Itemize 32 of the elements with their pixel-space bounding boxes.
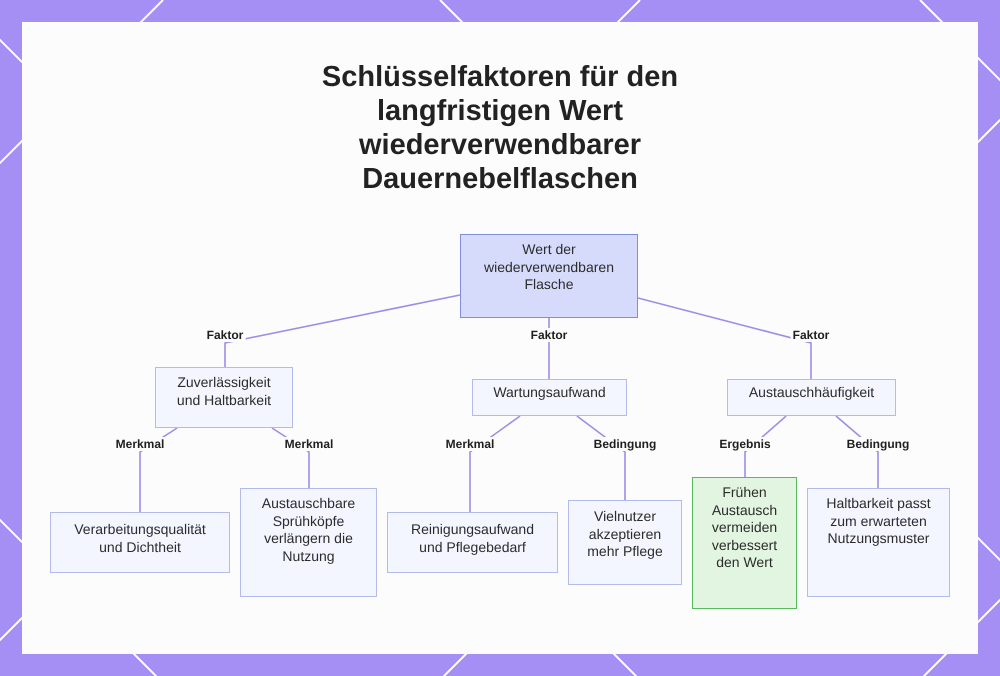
edge-label: Merkmal bbox=[282, 437, 336, 451]
factor-box bbox=[472, 379, 627, 416]
detail-box bbox=[387, 512, 558, 573]
detail-box bbox=[807, 488, 950, 597]
outcome-box bbox=[692, 477, 797, 609]
main-concept-box bbox=[460, 234, 638, 318]
node-text: Verarbeitungsqualität und Dichtheit bbox=[73, 521, 207, 556]
diagram-title: Schlüsselfaktoren für den langfristigen Wert wiederverwendbarer Dauernebelflaschen bbox=[320, 60, 680, 196]
node-text: Austauschhäufigkeit bbox=[748, 384, 874, 402]
node-text: Haltbarkeit passt zum erwarteten Nutzungsmuster bbox=[825, 495, 932, 548]
node-text: Frühen Austausch vermeiden verbessert den Wert bbox=[710, 484, 778, 572]
edge-label: Faktor bbox=[528, 328, 570, 342]
connector-line bbox=[638, 297, 812, 379]
node-text: Vielnutzer akzeptieren mehr Pflege bbox=[586, 508, 664, 560]
connector-line bbox=[224, 294, 460, 367]
detail-box bbox=[240, 488, 377, 597]
detail-box bbox=[568, 500, 682, 585]
edge-label: Ergebnis bbox=[717, 437, 773, 451]
edge-label: Merkmal bbox=[444, 437, 496, 451]
edge-label: Faktor bbox=[790, 328, 832, 342]
node-text: Austauschbare Sprühköpfe verlängern die Nutzung bbox=[260, 495, 356, 565]
edge-label: Bedingung bbox=[592, 437, 658, 451]
node-text: Reinigungsaufwand und Pflegebedarf bbox=[410, 521, 535, 556]
node-text: Wert der wiederverwendbaren Flasche bbox=[483, 241, 615, 294]
node-text: Zuverlässigkeit und Haltbarkeit bbox=[176, 374, 272, 409]
factor-box bbox=[727, 379, 896, 416]
detail-box bbox=[50, 512, 230, 573]
edge-label: Faktor bbox=[204, 328, 246, 342]
edge-label: Bedingung bbox=[844, 437, 912, 451]
edge-label: Merkmal bbox=[114, 437, 166, 451]
node-text: Wartungsaufwand bbox=[493, 384, 606, 402]
factor-box bbox=[155, 367, 293, 428]
